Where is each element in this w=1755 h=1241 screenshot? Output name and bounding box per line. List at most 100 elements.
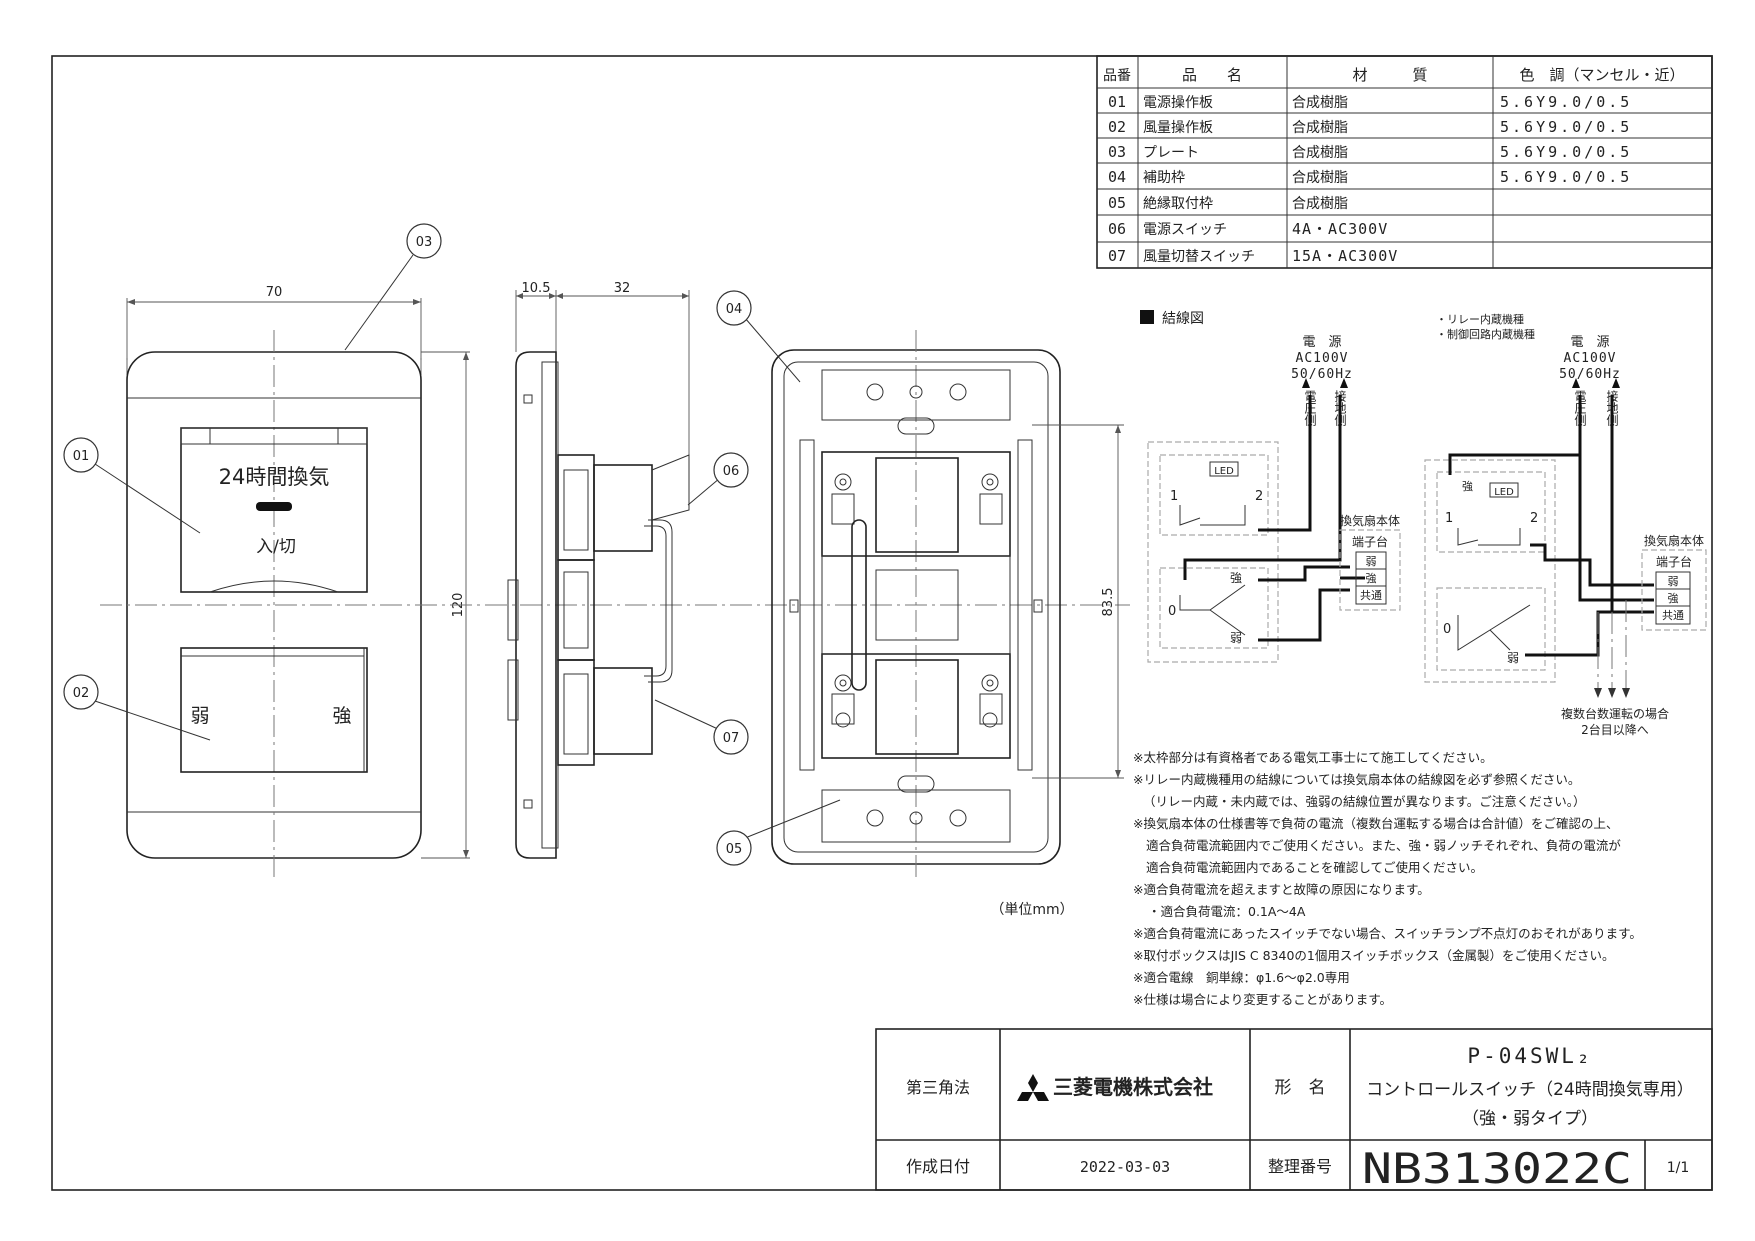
- power-label: 電 源: [1302, 335, 1341, 350]
- table-header-name: 品 名: [1182, 66, 1242, 84]
- company-logo-icon: [1017, 1074, 1049, 1101]
- product-name: コントロールスイッチ（24時間換気専用）: [1366, 1080, 1694, 1100]
- drawing-border: [51, 55, 1713, 1191]
- switch1-onoff: 入/切: [256, 537, 296, 557]
- note-line: ※適合負荷電流を超えますと故障の原因になります。: [1133, 882, 1430, 897]
- contact-2-2: 2: [1530, 511, 1538, 526]
- strong-contact-2: 強: [1462, 480, 1473, 493]
- table-cell-color: 5.6Y9.0/0.5: [1500, 143, 1632, 161]
- drawing-number-label: 整理番号: [1268, 1157, 1332, 1176]
- table-cell-name: 補助枠: [1143, 170, 1185, 186]
- wiring-diagram: 結線図 電 源 AC100V 50/60Hz 電圧側 接地側 LED 1 2 0…: [1140, 310, 1707, 737]
- power-frequency-2: 50/60Hz: [1559, 367, 1621, 382]
- fan-body-label: 換気扇本体: [1340, 513, 1400, 528]
- dimension-side-a: 10.5: [522, 281, 551, 296]
- table-cell-material: 合成樹脂: [1292, 145, 1348, 161]
- airflow-switch-panel: [180, 647, 368, 773]
- table-cell-material: 合成樹脂: [1292, 120, 1348, 136]
- dimension-side-b: 32: [614, 281, 631, 296]
- indicator-lamp: [256, 502, 292, 511]
- back-view: 83.5: [771, 330, 1124, 880]
- note-line: ※リレー内蔵機種用の結線については換気扇本体の結線図を必ず参照ください。: [1133, 772, 1580, 787]
- balloon-label: 05: [726, 842, 743, 857]
- zero-position-2: 0: [1443, 622, 1451, 637]
- unit-label: （単位mm）: [990, 902, 1073, 918]
- multi-unit-note-1: 複数台数運転の場合: [1561, 706, 1669, 721]
- company-name: 三菱電機株式会社: [1053, 1075, 1213, 1099]
- fan-body-label-2: 換気扇本体: [1644, 533, 1704, 548]
- weak-contact: 弱: [1230, 631, 1242, 645]
- table-cell-no: 05: [1108, 194, 1126, 212]
- table-cell-no: 03: [1108, 143, 1126, 161]
- table-cell-no: 02: [1108, 118, 1126, 136]
- front-view: 70 120 24時間換気 入/切 弱 強: [100, 285, 1130, 880]
- parts-table: 品番 品 名 材 質 色 調（マンセル・近） 01 電源操作板 合成樹脂 5.6…: [1096, 55, 1713, 269]
- table-cell-color: 5.6Y9.0/0.5: [1500, 118, 1632, 136]
- note-line: ※取付ボックスはJIS C 8340の1個用スイッチボックス（金属製）をご使用く…: [1133, 948, 1614, 963]
- wiring-title: 結線図: [1162, 311, 1204, 327]
- balloon-04: [716, 290, 752, 326]
- terminal-weak-2: 弱: [1668, 575, 1679, 588]
- contact-1: 1: [1170, 489, 1178, 504]
- note-line: 適合負荷電流範囲内であることを確認してご使用ください。: [1146, 860, 1483, 875]
- balloon-01: [63, 437, 99, 473]
- table-cell-material: 合成樹脂: [1292, 170, 1348, 186]
- balloon-03: [406, 223, 442, 259]
- creation-date: 2022-03-03: [1080, 1158, 1170, 1176]
- drawing-number: NB313022C: [1362, 1144, 1632, 1193]
- table-header-material: 材 質: [1352, 66, 1427, 84]
- terminal-label-2: 端子台: [1656, 554, 1692, 569]
- date-label: 作成日付: [906, 1157, 970, 1176]
- table-cell-material: 4A・AC300V: [1292, 220, 1388, 238]
- power-voltage: AC100V: [1296, 351, 1349, 366]
- relay-note-2: ・制御回路内蔵機種: [1436, 327, 1535, 341]
- table-cell-color: 5.6Y9.0/0.5: [1500, 168, 1632, 186]
- weak-contact-2: 弱: [1507, 651, 1519, 665]
- multi-unit-note-2: 2台目以降へ: [1581, 722, 1649, 737]
- terminal-label: 端子台: [1352, 534, 1388, 549]
- side-view: 10.5 32: [507, 281, 690, 859]
- balloon-label: 06: [723, 464, 740, 479]
- power-label-2: 電 源: [1570, 335, 1609, 350]
- balloon-07: [713, 719, 749, 755]
- balloon-label: 07: [723, 731, 740, 746]
- title-block: 第三角法 三菱電機株式会社 形 名 P-04SWL₂ コントロールスイッチ（24…: [875, 1028, 1713, 1193]
- dimension-back-height: 83.5: [1101, 588, 1116, 617]
- table-header-no: 品番: [1103, 68, 1131, 84]
- contact-2: 2: [1255, 489, 1263, 504]
- table-cell-name: 電源スイッチ: [1143, 222, 1227, 238]
- power-frequency: 50/60Hz: [1291, 367, 1353, 382]
- table-cell-name: 電源操作板: [1143, 95, 1213, 111]
- led-label: LED: [1214, 466, 1234, 477]
- note-line: ・適合負荷電流：0.1A〜4A: [1148, 904, 1306, 919]
- part-balloons: 01 02 03 04 05 06 07: [63, 223, 841, 866]
- balloon-label: 02: [73, 686, 90, 701]
- dimension-width: 70: [266, 285, 283, 300]
- balloon-label: 03: [416, 235, 433, 250]
- balloon-02: [63, 674, 99, 710]
- balloon-05: [716, 830, 752, 866]
- terminal-common: 共通: [1360, 589, 1382, 602]
- note-line: ※適合負荷電流にあったスイッチでない場合、スイッチランプ不点灯のおそれがあります…: [1133, 926, 1642, 941]
- table-cell-material: 合成樹脂: [1292, 196, 1348, 212]
- balloon-06: [713, 452, 749, 488]
- note-line: ※換気扇本体の仕様書等で負荷の電流（複数台運転する場合は合計値）をご確認の上、: [1133, 816, 1618, 831]
- note-line: （リレー内蔵・未内蔵では、強弱の結線位置が異なります。ご注意ください。）: [1143, 794, 1586, 809]
- wiring-title-marker: [1140, 310, 1154, 324]
- sheet-number: 1/1: [1667, 1160, 1690, 1176]
- table-cell-name: プレート: [1143, 145, 1199, 161]
- table-cell-color: 5.6Y9.0/0.5: [1500, 93, 1632, 111]
- note-line: ※仕様は場合により変更することがあります。: [1133, 992, 1392, 1007]
- table-cell-material: 15A・AC300V: [1292, 247, 1398, 265]
- switch1-label: 24時間換気: [219, 465, 330, 489]
- terminal-strong-2: 強: [1668, 592, 1679, 605]
- zero-position: 0: [1168, 604, 1176, 619]
- balloon-label: 04: [726, 302, 743, 317]
- model-label: 形 名: [1275, 1078, 1326, 1098]
- note-line: ※適合電線 銅単線：φ1.6〜φ2.0専用: [1133, 970, 1350, 985]
- table-cell-material: 合成樹脂: [1292, 95, 1348, 111]
- switch2-weak-label: 弱: [190, 705, 209, 727]
- projection-method: 第三角法: [906, 1078, 970, 1097]
- balloon-label: 01: [73, 449, 90, 464]
